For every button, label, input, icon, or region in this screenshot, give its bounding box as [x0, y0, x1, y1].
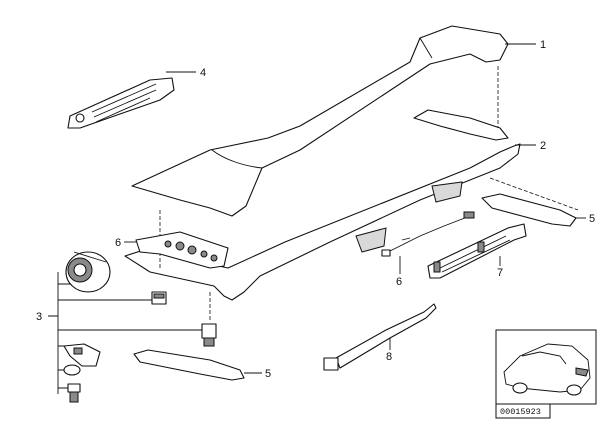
- callout-5b: 5: [265, 368, 271, 380]
- callout-8: 8: [386, 351, 392, 363]
- bolt: [67, 383, 81, 403]
- nut-upper: [151, 291, 167, 305]
- rear-spoiler-upper: [131, 25, 509, 217]
- alignment-line-4: [489, 177, 579, 211]
- gasket-plate: [135, 231, 229, 269]
- seal-strip-right: [481, 193, 577, 227]
- vehicle-locator-inset: [495, 329, 597, 405]
- reference-number-box: 00015923: [495, 403, 551, 419]
- bracket: [63, 343, 101, 367]
- callout-6a: 6: [115, 237, 121, 249]
- callout-1: 1: [540, 39, 546, 51]
- rear-spoiler-base: [124, 109, 521, 301]
- seal-strip-bottom: [133, 349, 245, 381]
- wiring-lead: [381, 211, 475, 257]
- callout-6b: 6: [396, 276, 402, 288]
- third-brake-light: [427, 223, 527, 279]
- grommet: [65, 251, 111, 293]
- cable-tie: [323, 303, 437, 371]
- label-plate: [67, 77, 175, 129]
- washer: [63, 364, 81, 376]
- callout-4: 4: [200, 67, 206, 79]
- callout-2: 2: [540, 140, 546, 152]
- callout-3: 3: [36, 311, 42, 323]
- callout-7: 7: [497, 267, 503, 279]
- nut-lower: [201, 323, 217, 347]
- callout-5a: 5: [589, 213, 595, 225]
- reference-number: 00015923: [500, 407, 541, 417]
- callout-3-bracket-lines: [48, 272, 202, 394]
